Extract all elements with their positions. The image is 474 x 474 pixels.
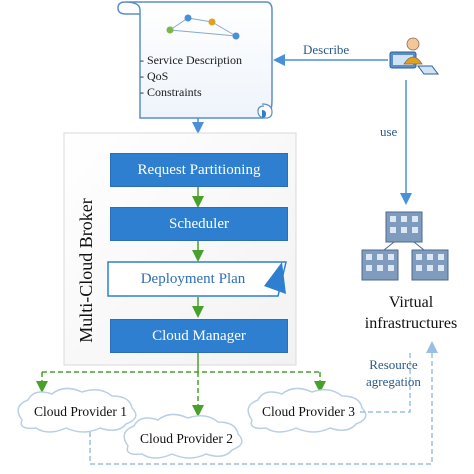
cloud-provider-3-label: Cloud Provider 3 [262,404,355,419]
provider-dispatch-arrows [36,352,326,417]
request-item-constraints: - Constraints [140,85,202,99]
deployment-plan-shape [107,261,287,297]
resource-aggregation-path [89,341,438,465]
broker-title-text: Multi-Cloud Broker [75,197,96,343]
step-cloud-manager: Cloud Manager [110,319,288,353]
service-graph-icon [166,14,240,40]
cloud-provider-1-shape [17,387,137,433]
user-icon [389,37,439,75]
describe-label: Describe [303,42,350,57]
virtual-label-line1: Virtual [388,294,434,311]
step-scheduler: Scheduler [110,207,288,241]
deployment-plan-fold [264,262,286,294]
request-item-qos: - QoS [140,69,169,83]
broker-title: Multi-Cloud Broker [66,172,106,368]
virtual-infrastructures-label: Virtual infrastructures [356,292,466,334]
cloud-provider-3-shape [247,387,367,433]
virtual-infrastructure-icon [361,211,449,281]
request-scroll [117,1,273,119]
step-request-partitioning: Request Partitioning [110,153,288,187]
resource-label-line1: Resource [369,357,418,372]
cloud-provider-2-shape [123,413,243,459]
resource-aggregation-label: Resource agregation [366,356,421,390]
use-label: use [380,124,398,139]
virtual-label-line2: infrastructures [364,315,458,332]
request-items: - Service Description - QoS - Constraint… [140,52,242,100]
cloud-provider-1-label: Cloud Provider 1 [34,404,127,419]
request-item-service-description: - Service Description [140,53,242,67]
step-deployment-plan: Deployment Plan [140,270,246,287]
resource-label-line2: agregation [366,374,421,389]
cloud-provider-2-label: Cloud Provider 2 [140,431,233,446]
